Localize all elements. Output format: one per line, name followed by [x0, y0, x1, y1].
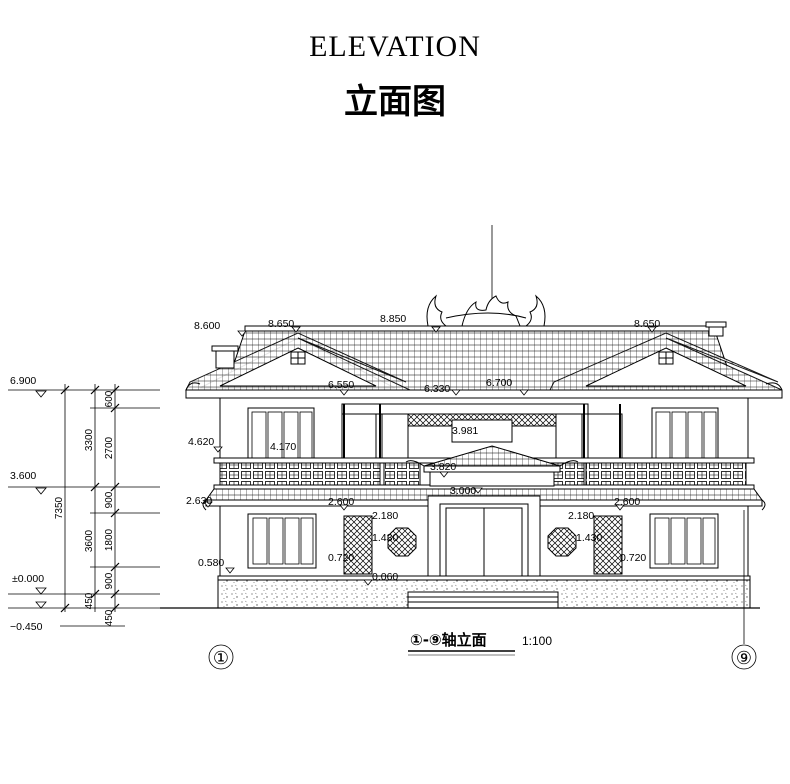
elevation-labels: 8.600 8.650 8.850 8.650 6.550 6.330 6.70… [186, 313, 660, 583]
dim-450a: 450 [84, 592, 95, 609]
axis-label-left: ① [213, 648, 229, 669]
elev-2600-right: 2.600 [614, 496, 640, 508]
axis-1-bubble [208, 644, 234, 670]
elev-2180-left: 2.180 [372, 510, 398, 522]
porch-roof [405, 445, 579, 487]
level-3600: 3.600 [10, 470, 36, 482]
elev-0720-left: 0.720 [328, 552, 354, 564]
elev-2180-right: 2.180 [568, 510, 594, 522]
elev-2630: 2.630 [186, 495, 212, 507]
elev-8850: 8.850 [380, 313, 406, 325]
dim-450b: 450 [104, 609, 115, 626]
dim-600: 600 [104, 390, 115, 407]
drawing-title: ①-⑨轴立面 [410, 631, 487, 649]
drawing-scale: 1:100 [522, 634, 552, 648]
elev-1430-left: 1.430 [372, 532, 398, 544]
dim-lower: 3600 [84, 529, 95, 552]
elevation-markers [203, 326, 657, 586]
elev-6550: 6.550 [328, 379, 354, 391]
elev-4620: 4.620 [188, 436, 214, 448]
elev-6700: 6.700 [486, 377, 512, 389]
elev-0060: 0.060 [372, 571, 398, 583]
dim-total: 7350 [54, 496, 65, 519]
axis-label-right: ⑨ [736, 648, 752, 669]
level-6900: 6.900 [10, 375, 36, 387]
elev-1430-right: 1.430 [576, 532, 602, 544]
dim-2700: 2700 [104, 436, 115, 459]
elev-3981: 3.981 [452, 425, 478, 437]
title-english: ELEVATION [309, 30, 481, 63]
dim-900b: 900 [104, 572, 115, 589]
elev-0720-right: 0.720 [620, 552, 646, 564]
elev-0580: 0.580 [198, 557, 224, 569]
elev-8600: 8.600 [194, 320, 220, 332]
elev-8650-left: 8.650 [268, 318, 294, 330]
axis-9-bubble [731, 644, 757, 670]
dim-1800: 1800 [104, 528, 115, 551]
drawing-title-block: ①-⑨轴立面 1:100 [408, 631, 552, 656]
title-chinese: 立面图 [344, 82, 446, 122]
elev-4170: 4.170 [270, 441, 296, 453]
elev-6330: 6.330 [424, 383, 450, 395]
level-minus-450: −0.450 [10, 621, 43, 633]
level-0000: ±0.000 [12, 573, 44, 585]
main-roof [185, 321, 783, 399]
ridge-ornament [426, 294, 546, 327]
elev-8650-right: 8.650 [634, 318, 660, 330]
elev-2600-left: 2.600 [328, 496, 354, 508]
dim-900a: 900 [104, 491, 115, 508]
dim-upper: 3300 [84, 428, 95, 451]
left-dimension-chain [8, 384, 160, 627]
elev-3820: 3.820 [430, 461, 456, 473]
plinth [160, 575, 760, 609]
elev-3000: 3.000 [450, 485, 476, 497]
